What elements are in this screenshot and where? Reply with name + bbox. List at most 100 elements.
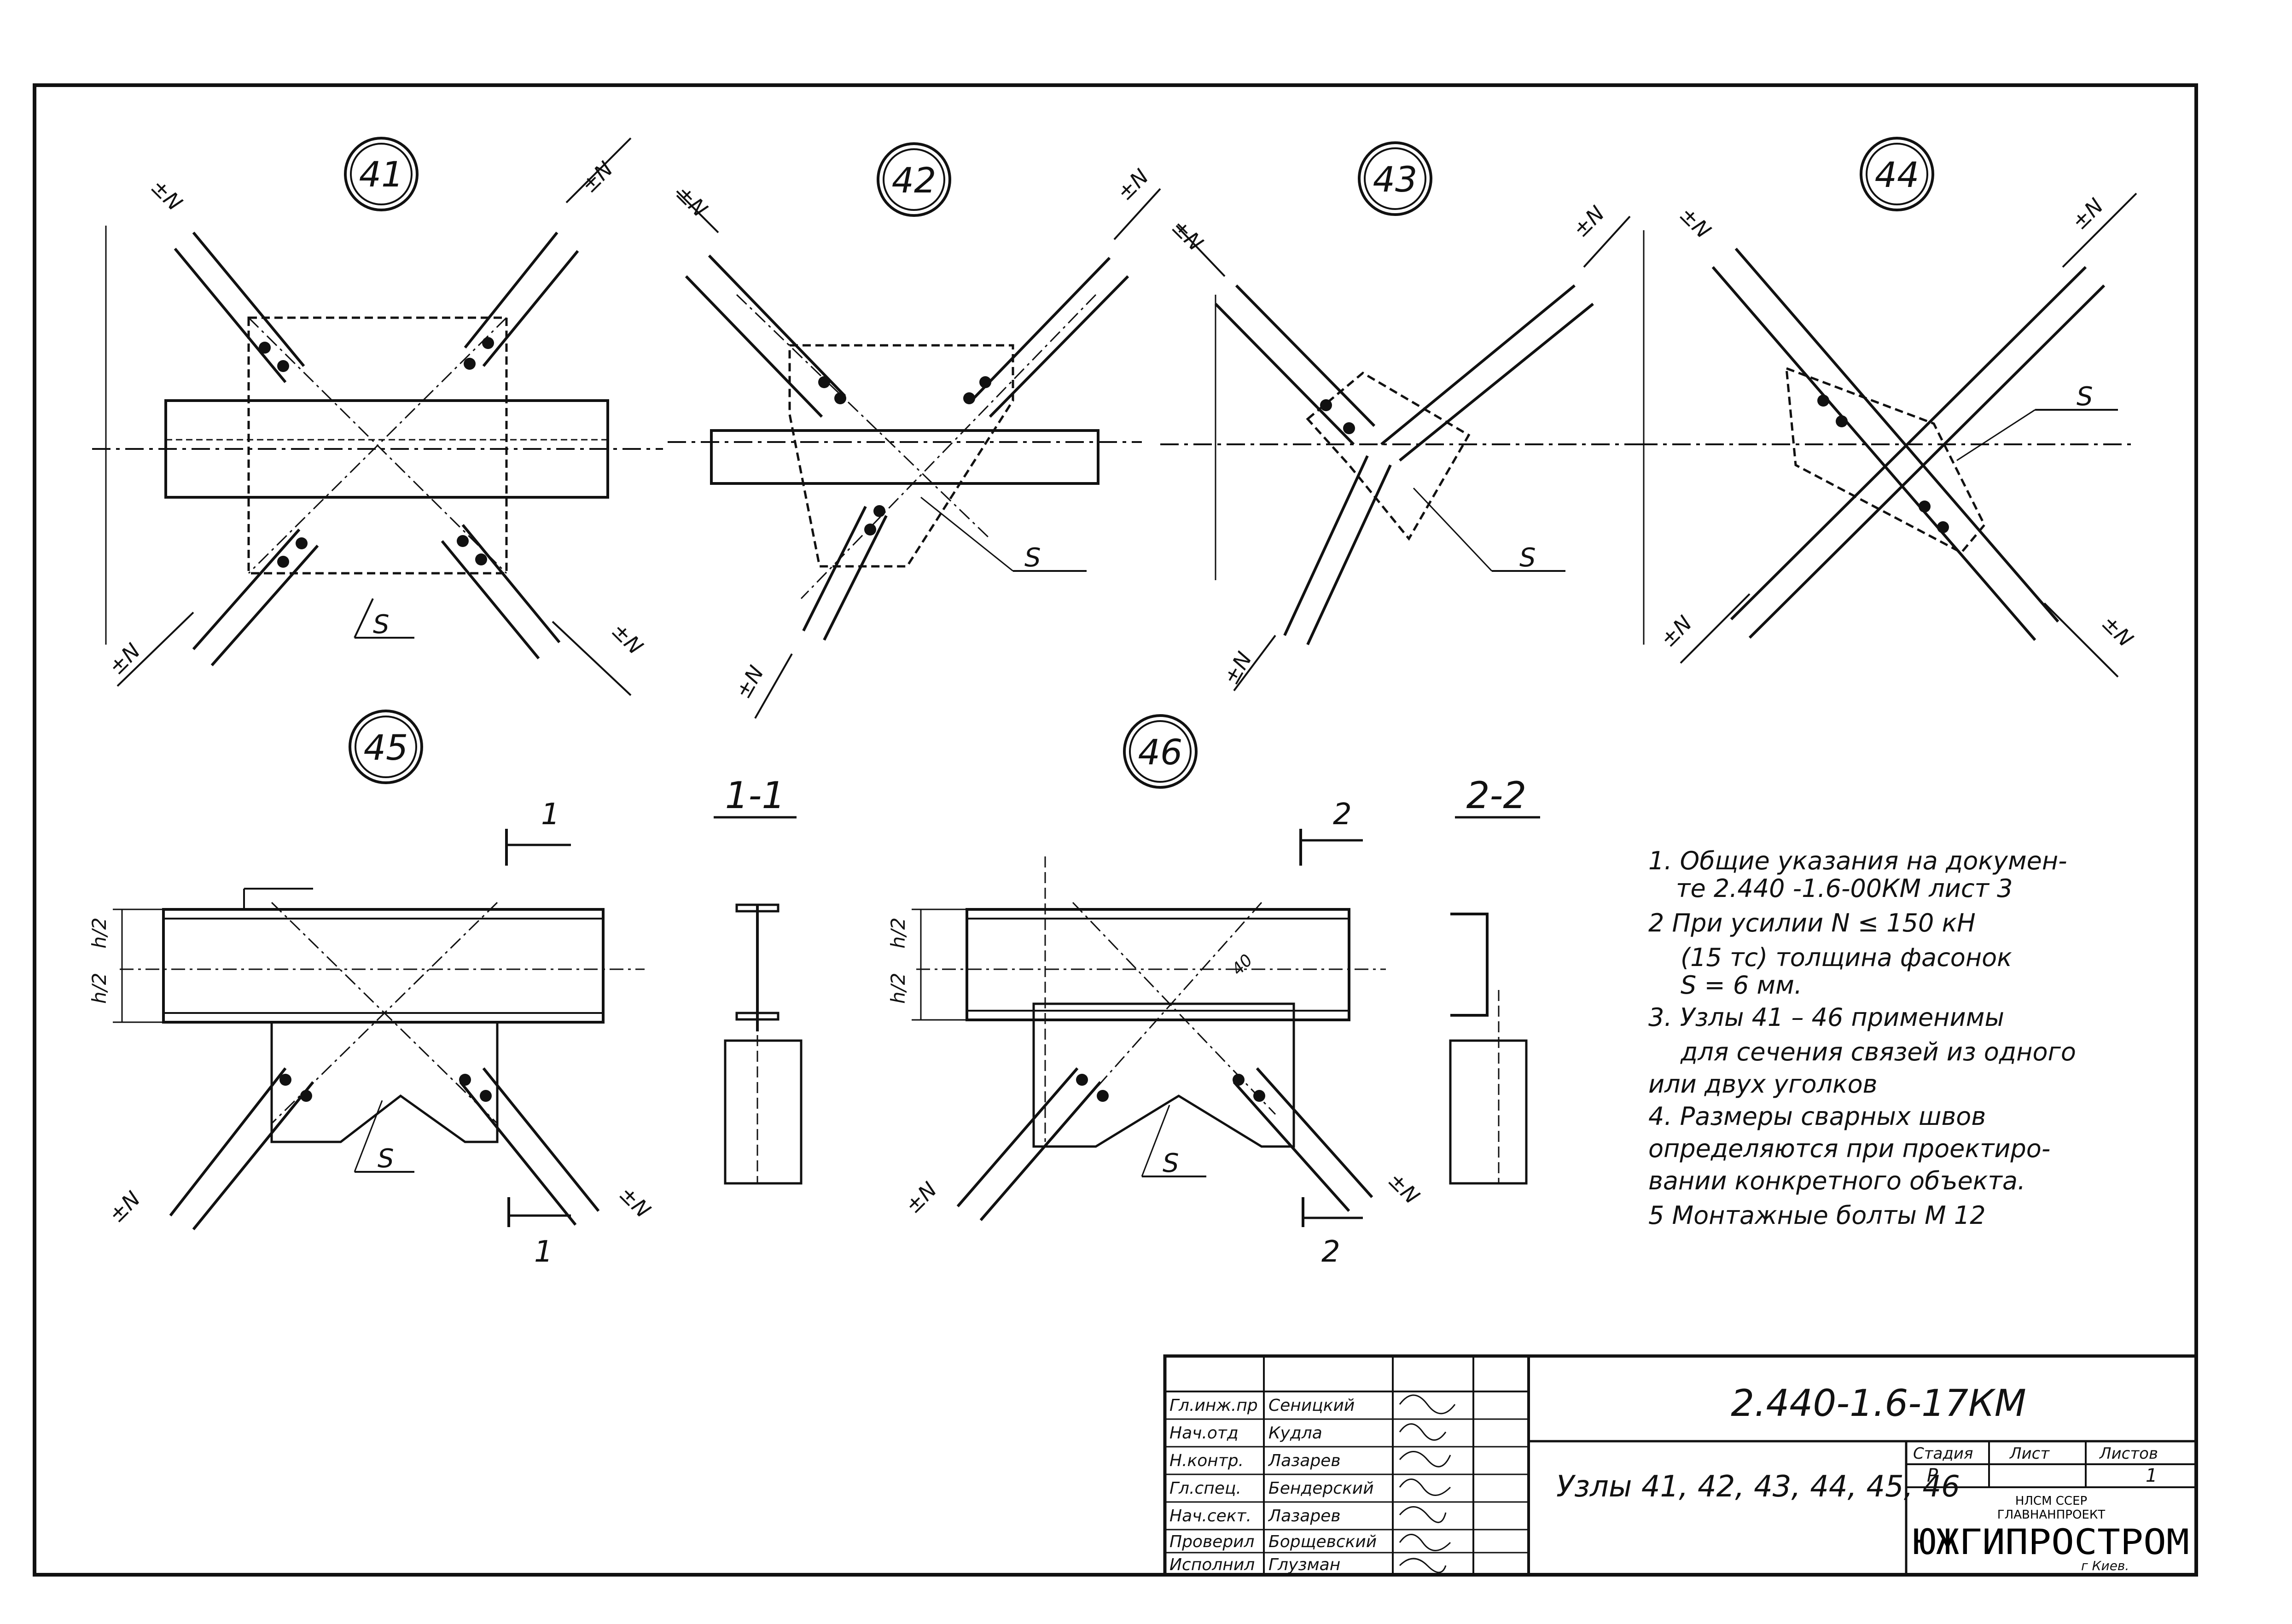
section-1-mark-bottom: 1 — [534, 1235, 553, 1269]
tb-name: Кудла — [1268, 1424, 1322, 1443]
tb-role: Нач.отд — [1169, 1424, 1239, 1443]
node-46-gusset-label: S — [1163, 1148, 1179, 1178]
sheet-frame — [33, 83, 2198, 1577]
tb-org-line1: НЛСМ ССЕР — [2015, 1494, 2087, 1508]
node-42-gusset — [788, 344, 1014, 568]
tb-org-line2: ГЛАВНАНПРОЕКТ — [1997, 1508, 2105, 1522]
node-42-gusset-label: S — [1024, 543, 1041, 573]
node-43-gusset-label: S — [1519, 543, 1536, 573]
node-44-number: 44 — [1875, 154, 1920, 195]
tb-sheets-value: 1 — [2146, 1465, 2157, 1486]
node-45-dim-top: h/2 — [88, 918, 111, 949]
node-44-gusset-label: S — [2077, 382, 2093, 412]
node-46-dim-40: 40 — [1228, 951, 1256, 979]
tb-org-name: ЮЖГИПРОСТРОМ — [1913, 1521, 2189, 1562]
note-line: 1. Общие указания на докумен- — [1648, 846, 2067, 875]
node-44-gusset — [1785, 367, 1986, 554]
node-42-beam — [710, 429, 1099, 485]
node-42-circle — [877, 142, 951, 217]
node-46-dim-bottom: h/2 — [887, 973, 909, 1004]
node-45-number: 45 — [364, 727, 408, 768]
section-2-2-title: 2-2 — [1466, 774, 1527, 817]
note-line: вании конкретного объекта. — [1648, 1166, 2026, 1195]
node-41-gusset-label: S — [373, 610, 390, 640]
note-line: 3. Узлы 41 – 46 применимы — [1648, 1003, 2004, 1032]
node-44-load-tl: ±N — [1675, 202, 1716, 243]
tb-name: Сеницкий — [1268, 1396, 1355, 1415]
note-line: S = 6 мм. — [1681, 971, 1803, 1000]
tb-role: Проверил — [1169, 1532, 1255, 1551]
tb-role: Гл.спец. — [1169, 1479, 1241, 1498]
tb-role: Гл.инж.пр — [1169, 1396, 1258, 1415]
tb-name: Борщевский — [1268, 1532, 1377, 1551]
tb-name: Бендерский — [1268, 1479, 1374, 1498]
note-line: 2 При усилии N ≤ 150 кН — [1648, 908, 1976, 937]
tb-role: Н.контр. — [1169, 1451, 1244, 1470]
node-43-load-tr: ±N — [1568, 201, 1609, 242]
node-41-circle — [344, 137, 419, 211]
node-45: 45 h/2 h/2 ±N ±N S 1 1 — [88, 710, 656, 1269]
note-line: 4. Размеры сварных швов — [1648, 1102, 1986, 1131]
node-41-load-tl: ±N — [146, 174, 187, 215]
tb-stage-value: Р — [1927, 1465, 1938, 1486]
node-42-number: 42 — [892, 160, 937, 201]
note-line: или двух уголков — [1648, 1070, 1878, 1099]
section-1-1: 1-1 — [714, 774, 803, 1185]
tb-role: Исполнил — [1169, 1555, 1255, 1574]
note-line: 5 Монтажные болты М 12 — [1648, 1201, 1986, 1230]
node-45-load-r: ±N — [614, 1181, 656, 1222]
node-45-gusset — [270, 1021, 499, 1143]
section-1-1-title: 1-1 — [725, 774, 785, 817]
note-line: для сечения связей из одного — [1681, 1037, 2076, 1066]
tb-role: Нач.сект. — [1169, 1507, 1251, 1525]
tb-stage-header: Стадия — [1913, 1444, 1973, 1463]
node-45-dim-bottom: h/2 — [88, 973, 111, 1004]
node-46-load-l: ±N — [900, 1177, 942, 1218]
note-line: определяются при проектиро- — [1648, 1134, 2051, 1163]
node-43-load-tl: ±N — [1167, 214, 1208, 256]
section-1-mark-top: 1 — [541, 797, 560, 832]
node-43-circle — [1358, 141, 1432, 216]
node-41-number: 41 — [359, 154, 404, 195]
tb-title: Узлы 41, 42, 43, 44, 45, 46 — [1556, 1470, 1960, 1504]
node-43-number: 43 — [1373, 159, 1418, 200]
node-42-load-b: ±N — [730, 661, 768, 703]
tb-sheet-header: Лист — [2009, 1444, 2050, 1463]
section-2-mark-bottom: 2 — [1321, 1235, 1340, 1269]
node-44-load-bl: ±N — [1655, 611, 1697, 652]
section-2-mark-top: 2 — [1333, 797, 1352, 832]
tb-name: Лазарев — [1268, 1507, 1341, 1525]
section-2-2: 2-2 — [1449, 774, 1540, 1185]
tb-sheets-header: Листов — [2099, 1444, 2158, 1463]
node-42-load-tr: ±N — [1112, 164, 1153, 205]
node-46-load-r: ±N — [1383, 1167, 1425, 1209]
tb-document-code: 2.440-1.6-17КМ — [1731, 1382, 2026, 1425]
node-41-load-tr: ±N — [576, 157, 618, 198]
node-44: 44 ±N ±N ±N ±N S — [1639, 137, 2138, 678]
node-46-dim-top: h/2 — [887, 918, 909, 949]
node-41-gusset — [247, 316, 508, 575]
node-43-gusset — [1306, 371, 1471, 541]
node-44-load-br: ±N — [2097, 610, 2138, 652]
tb-name: Глузман — [1268, 1555, 1341, 1574]
node-42: 42 ±N ±N ±N S — [668, 142, 1161, 719]
tb-org-city: г Киев. — [2081, 1558, 2129, 1573]
node-45-gusset-label: S — [378, 1144, 394, 1174]
node-41-load-bl: ±N — [104, 638, 145, 680]
node-46-beam — [966, 908, 1350, 1021]
title-block — [1163, 1354, 2198, 1577]
tb-name: Лазарев — [1268, 1451, 1341, 1470]
node-44-circle — [1860, 137, 1934, 211]
node-43-load-b: ±N — [1218, 647, 1257, 689]
node-45-load-l: ±N — [104, 1186, 145, 1228]
note-line: те 2.440 -1.6-00КМ лист 3 — [1676, 874, 2013, 903]
node-46-circle — [1123, 714, 1198, 789]
node-41-load-br: ±N — [606, 618, 648, 659]
node-45-beam — [162, 908, 605, 1024]
node-46-number: 46 — [1138, 732, 1183, 773]
node-42-load-tl: ±N — [671, 180, 712, 222]
node-46: 46 h/2 h/2 40 ±N ±N S 2 2 — [887, 714, 1425, 1269]
node-43: 43 ±N ±N ±N S — [1160, 141, 1639, 692]
note-line: (15 тс) толщина фасонок — [1681, 943, 2012, 972]
